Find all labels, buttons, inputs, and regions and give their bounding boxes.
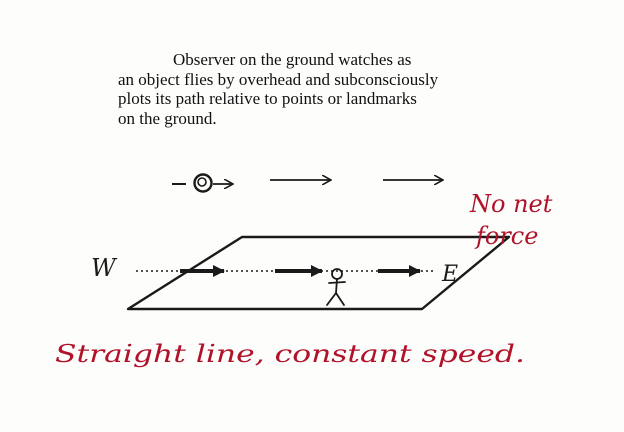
west-label: W [91, 254, 118, 282]
caption-text: Observer on the ground watches as an obj… [118, 50, 518, 128]
observer-stick-figure [326, 268, 346, 306]
caption-line-3: plots its path relative to points or lan… [118, 89, 417, 108]
east-label: E [441, 262, 458, 287]
flying-object-path [172, 173, 442, 193]
ground-plane [126, 235, 511, 311]
caption-line-4: on the ground. [118, 108, 217, 128]
force-note-line-1: No net [469, 190, 553, 218]
force-note-line-2: force [474, 222, 538, 250]
caption-line-1: Observer on the ground watches as [173, 50, 412, 69]
flying-object-icon [193, 173, 213, 193]
caption-line-2: an object flies by overhead and subconsc… [118, 69, 439, 89]
conclusion-text: Straight line, constant speed. [55, 340, 525, 368]
